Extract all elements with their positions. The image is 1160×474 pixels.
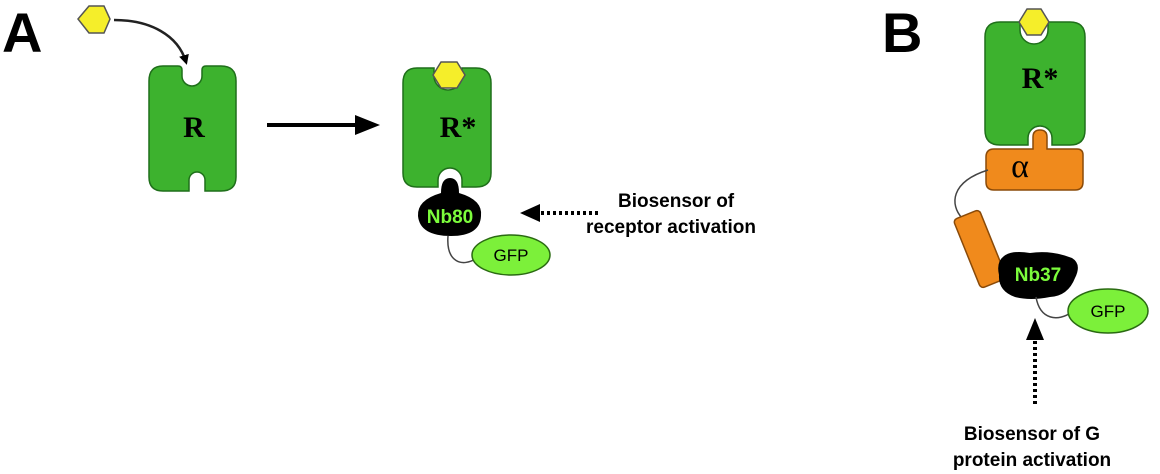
receptor-inactive-label: R — [183, 111, 205, 144]
receptor-inactive — [148, 65, 237, 192]
nb80-label: Nb80 — [427, 207, 473, 228]
activation-arrow-head — [355, 115, 380, 135]
panel-letter-b: B — [882, 1, 922, 64]
bound-ligand-hexagon-b — [1018, 8, 1050, 36]
receptor-active-b — [984, 21, 1086, 146]
caption-gprotein-line2: protein activation — [953, 450, 1111, 471]
g-alpha-subunit — [985, 129, 1084, 191]
gfp-b-label: GFP — [1091, 302, 1126, 321]
biosensor-arrow-b-head — [1026, 318, 1044, 340]
g-alpha-label: α — [1011, 148, 1029, 185]
nanobody-nb80 — [417, 178, 482, 236]
gfp-b — [1067, 288, 1149, 334]
receptor-active-b-label: R* — [1022, 62, 1059, 95]
g-alpha-helical-domain — [953, 209, 1007, 289]
receptor-active-label: R* — [440, 111, 477, 144]
linker-b — [1035, 296, 1073, 319]
ligand-hexagon — [77, 5, 111, 34]
caption-receptor-line2: receptor activation — [586, 217, 756, 238]
binding-arrow — [113, 18, 189, 65]
caption-gprotein-line1: Biosensor of G — [964, 424, 1100, 445]
nanobody-nb37 — [998, 252, 1078, 299]
gfp-a — [471, 234, 551, 276]
gfp-a-label: GFP — [494, 246, 529, 265]
biosensor-arrow-a-head — [520, 204, 540, 222]
caption-receptor-line1: Biosensor of — [618, 191, 735, 212]
panel-letter-a: A — [2, 1, 42, 64]
nb37-label: Nb37 — [1015, 265, 1061, 286]
bound-ligand-hexagon — [432, 61, 466, 89]
g-alpha-linker — [954, 169, 989, 219]
